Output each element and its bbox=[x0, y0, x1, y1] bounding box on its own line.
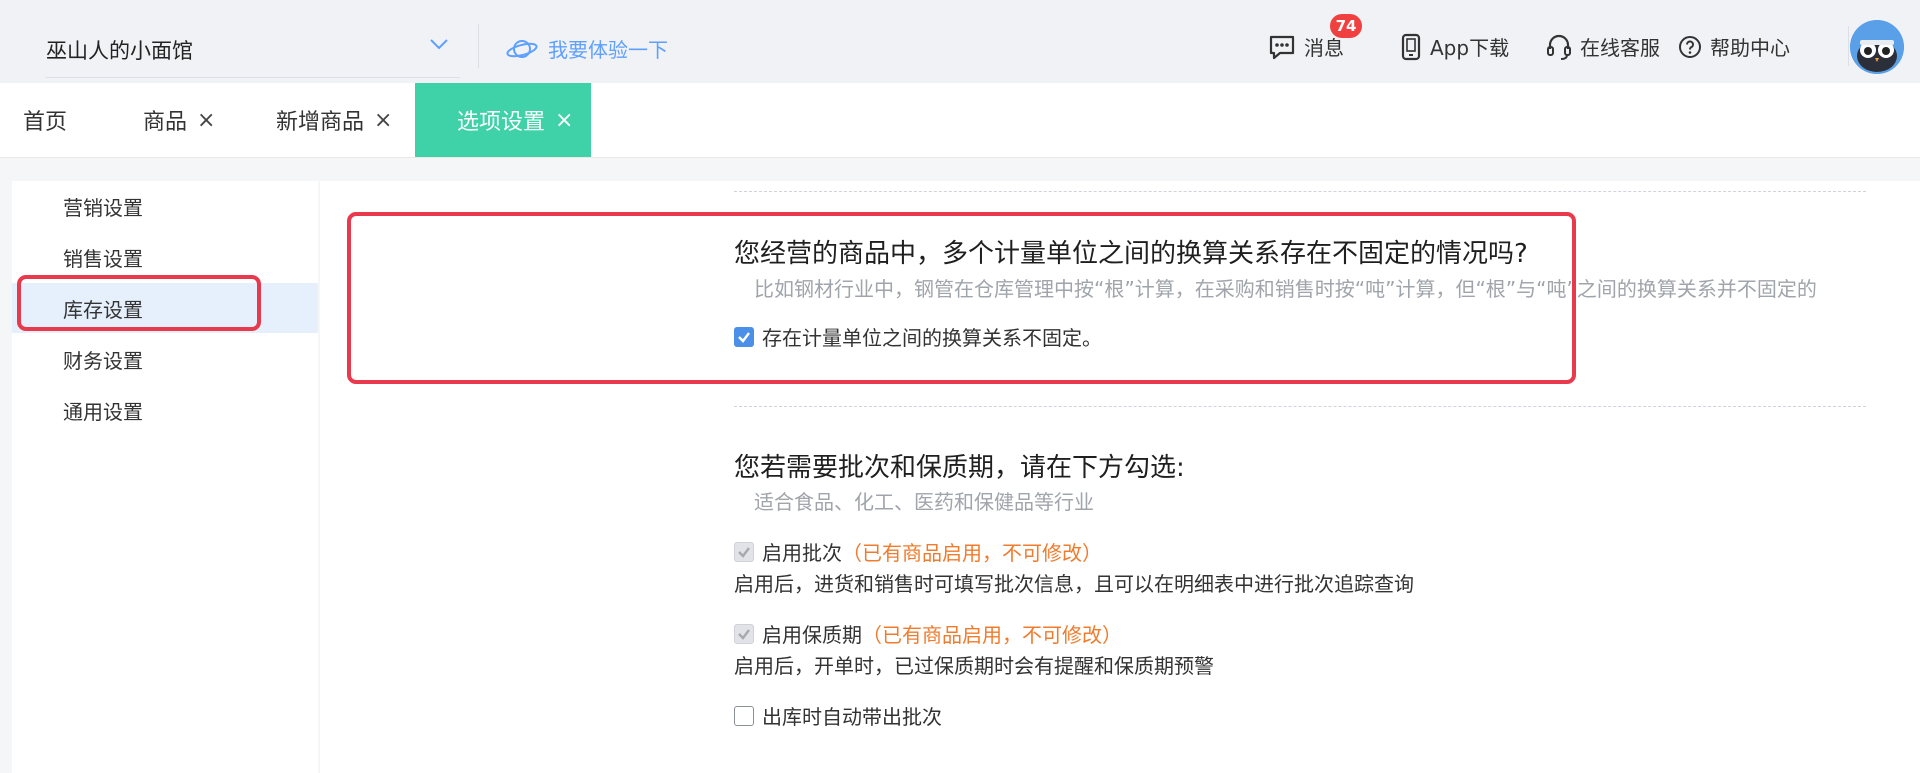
planet-icon bbox=[506, 39, 538, 58]
app-download-button[interactable]: App下载 bbox=[1400, 32, 1509, 61]
online-service-label: 在线客服 bbox=[1580, 36, 1660, 60]
batch-shelf-life-question: 您若需要批次和保质期，请在下方勾选: bbox=[734, 453, 1185, 483]
sidebar-item-inventory[interactable]: 库存设置 bbox=[12, 283, 318, 333]
message-icon bbox=[1269, 35, 1295, 59]
top-bar: 巫山人的小面馆 我要体验一下 消息 74 App下载 bbox=[0, 0, 1920, 83]
tab-label: 首页 bbox=[23, 110, 68, 135]
shop-name: 巫山人的小面馆 bbox=[46, 38, 193, 63]
enable-shelf-life-checkbox bbox=[734, 623, 754, 644]
highlight-annotation bbox=[347, 212, 1576, 384]
tab-option-settings[interactable]: 选项设置 × bbox=[415, 83, 592, 157]
settings-sidebar: 营销设置 销售设置 库存设置 财务设置 通用设置 bbox=[12, 181, 318, 773]
sidebar-item-marketing[interactable]: 营销设置 bbox=[12, 181, 318, 231]
section-divider bbox=[734, 191, 1866, 192]
sidebar-item-label: 库存设置 bbox=[63, 297, 143, 322]
avatar[interactable] bbox=[1850, 20, 1904, 74]
sidebar-item-label: 销售设置 bbox=[63, 246, 143, 271]
try-experience-link[interactable]: 我要体验一下 bbox=[506, 34, 668, 63]
headset-icon bbox=[1547, 34, 1571, 60]
enable-shelf-life-description: 启用后，开单时，已过保质期时会有提醒和保质期预警 bbox=[734, 654, 1214, 678]
check-icon bbox=[738, 331, 750, 343]
unit-conversion-option[interactable]: 存在计量单位之间的换算关系不固定。 bbox=[734, 322, 1102, 351]
tab-new-product[interactable]: 新增商品 × bbox=[276, 83, 392, 157]
messages-label: 消息 bbox=[1304, 36, 1344, 60]
enable-batch-label: 启用批次 bbox=[762, 541, 842, 565]
header-divider bbox=[478, 24, 479, 68]
phone-icon bbox=[1401, 33, 1421, 60]
tab-bar: 首页 商品 × 新增商品 × 选项设置 × bbox=[0, 83, 1920, 158]
app-download-label: App下载 bbox=[1430, 36, 1510, 60]
unfixed-conversion-checkbox[interactable] bbox=[734, 326, 754, 347]
sidebar-item-label: 财务设置 bbox=[63, 348, 143, 373]
unfixed-conversion-label: 存在计量单位之间的换算关系不固定。 bbox=[762, 326, 1102, 350]
tab-label: 选项设置 bbox=[457, 110, 546, 135]
sidebar-item-label: 营销设置 bbox=[63, 195, 143, 220]
sidebar-item-finance[interactable]: 财务设置 bbox=[12, 334, 318, 384]
enable-batch-locked-note: （已有商品启用，不可修改） bbox=[842, 541, 1102, 565]
chevron-down-icon bbox=[430, 39, 448, 50]
enable-batch-description: 启用后，进货和销售时可填写批次信息，且可以在明细表中进行批次追踪查询 bbox=[734, 572, 1414, 596]
owl-avatar-image bbox=[1850, 20, 1904, 74]
try-experience-label: 我要体验一下 bbox=[548, 38, 668, 62]
auto-batch-checkbox[interactable] bbox=[734, 705, 754, 726]
sidebar-highlight-annotation bbox=[17, 275, 261, 331]
shop-selector[interactable]: 巫山人的小面馆 bbox=[46, 22, 460, 78]
sidebar-item-label: 通用设置 bbox=[63, 399, 143, 424]
help-icon bbox=[1679, 35, 1701, 58]
enable-batch-checkbox bbox=[734, 541, 754, 562]
check-icon bbox=[738, 628, 750, 640]
tab-label: 商品 bbox=[143, 110, 188, 135]
enable-shelf-life-label: 启用保质期 bbox=[762, 623, 862, 647]
header-divider-right bbox=[1848, 26, 1849, 66]
section-divider bbox=[734, 406, 1866, 407]
messages-count-badge: 74 bbox=[1330, 14, 1362, 38]
sidebar-item-general[interactable]: 通用设置 bbox=[12, 385, 318, 435]
enable-shelf-life-locked-note: （已有商品启用，不可修改） bbox=[862, 623, 1122, 647]
help-center-label: 帮助中心 bbox=[1710, 36, 1790, 60]
close-icon[interactable]: × bbox=[374, 107, 393, 133]
close-icon[interactable]: × bbox=[197, 107, 216, 133]
sidebar-item-sales[interactable]: 销售设置 bbox=[12, 232, 318, 282]
unit-conversion-hint: 比如钢材行业中，钢管在仓库管理中按“根”计算，在采购和销售时按“吨”计算，但“根… bbox=[754, 277, 1817, 301]
unit-conversion-question: 您经营的商品中，多个计量单位之间的换算关系存在不固定的情况吗? bbox=[734, 239, 1528, 269]
help-center-button[interactable]: 帮助中心 bbox=[1678, 32, 1790, 61]
tab-home[interactable]: 首页 bbox=[23, 83, 67, 157]
messages-button[interactable]: 消息 bbox=[1268, 32, 1344, 61]
tab-products[interactable]: 商品 × bbox=[143, 83, 215, 157]
settings-content: 您经营的商品中，多个计量单位之间的换算关系存在不固定的情况吗? 比如钢材行业中，… bbox=[320, 181, 1920, 773]
enable-shelf-life-option: 启用保质期 （已有商品启用，不可修改） bbox=[734, 619, 1122, 648]
online-service-button[interactable]: 在线客服 bbox=[1546, 32, 1660, 61]
tab-label: 新增商品 bbox=[276, 110, 365, 135]
check-icon bbox=[738, 546, 750, 558]
auto-batch-label: 出库时自动带出批次 bbox=[762, 705, 942, 729]
auto-batch-option[interactable]: 出库时自动带出批次 bbox=[734, 701, 942, 730]
batch-shelf-life-hint: 适合食品、化工、医药和保健品等行业 bbox=[754, 490, 1094, 514]
enable-batch-option: 启用批次 （已有商品启用，不可修改） bbox=[734, 537, 1102, 566]
close-icon[interactable]: × bbox=[555, 107, 574, 133]
